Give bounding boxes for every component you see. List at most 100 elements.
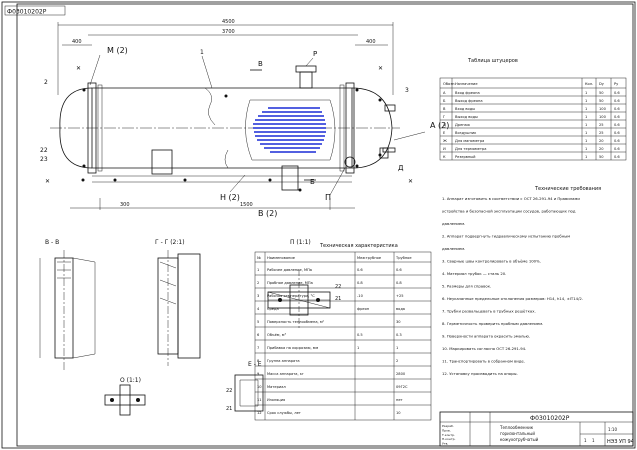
- nozzle-table-cell: Дренаж: [455, 123, 471, 127]
- tech-table-cell: 2: [396, 359, 398, 363]
- nozzle-table-cell: 0.6: [614, 91, 620, 95]
- inner-frame: [16, 3, 634, 447]
- tech-req-line: 7. Трубки развальцевать в трубных решётк…: [442, 309, 536, 314]
- nozzle-table-cell: Е: [443, 131, 446, 135]
- nozzle-table-cell: 0.6: [614, 115, 620, 119]
- tech-req-line: давлением.: [442, 221, 465, 226]
- left-dimension: 400: [72, 39, 82, 45]
- tech-table-cell: Объём, м³: [267, 333, 287, 337]
- tech-req-line: 12. Установку производить на опоры.: [442, 371, 518, 376]
- svg-text:22: 22: [40, 147, 48, 154]
- detail-m-callout: М (2): [107, 46, 128, 55]
- nozzle-table-cell: Б: [443, 99, 446, 103]
- tech-table-cell: Прибавка на коррозию, мм: [267, 346, 318, 350]
- tech-table-cell: Срок службы, лет: [267, 411, 301, 415]
- sight-nozzle: [344, 156, 356, 168]
- tech-requirements: Технические требования 1. Аппарат изгото…: [442, 186, 601, 376]
- titleblock-name-3: кожухотрубчатый: [500, 437, 539, 442]
- tech-table-cell: 1: [357, 346, 359, 350]
- detail-p-callout: П: [325, 193, 331, 202]
- tech-table-cell: Масса аппарата, кг: [267, 372, 304, 376]
- tech-req-line: 8. Герметичность проверить пробным давле…: [442, 321, 543, 326]
- svg-text:1500: 1500: [240, 202, 253, 208]
- nozzle-table-cell: 50: [599, 99, 604, 103]
- svg-text:21: 21: [226, 406, 232, 412]
- tech-table-cell: 2: [257, 281, 259, 285]
- tech-table-cell: 10: [396, 411, 401, 415]
- nozzle-table-cell: 25: [599, 123, 604, 127]
- nozzle-table-header: Назначение: [455, 82, 478, 86]
- section-v-callout: В: [258, 60, 263, 68]
- title-block: Ф03010202Р Теплообменник горизонтальный …: [439, 411, 634, 447]
- nozzle-table-cell: 0.6: [614, 139, 620, 143]
- titleblock-scale: 1:10: [608, 427, 617, 432]
- tech-req-line: давлением.: [442, 246, 465, 251]
- tech-table-cell: 3: [257, 294, 259, 298]
- tech-req-line: устройства и безопасной эксплуатации сос…: [442, 209, 576, 214]
- right-dimension: 400: [366, 39, 376, 45]
- tech-table-cell: +25: [396, 294, 404, 298]
- tech-table-title: Техническая характеристика: [319, 243, 398, 249]
- nozzle-table-cell: 0.6: [614, 99, 620, 103]
- nozzle-p-label: Р: [313, 50, 317, 58]
- titleblock-name-1: Теплообменник: [499, 425, 534, 430]
- nozzle-table-cell: В: [443, 107, 446, 111]
- tech-table-cell: 0.8: [357, 281, 363, 285]
- nozzle-table-cell: 0.6: [614, 107, 620, 111]
- titleblock-role: Разраб.: [442, 424, 454, 428]
- svg-text:22: 22: [226, 388, 232, 394]
- tech-table-cell: Группа аппарата: [267, 359, 300, 363]
- svg-text:21: 21: [335, 296, 341, 302]
- nozzle-table-cell: И: [443, 147, 446, 151]
- tech-table-cell: 1: [257, 268, 259, 272]
- section-ee: Е - Е 22 21: [226, 361, 264, 412]
- view-v2-callout: В (2): [258, 209, 277, 218]
- svg-text:✕: ✕: [378, 65, 383, 72]
- nozzle-table-cell: 50: [599, 155, 604, 159]
- tech-table-cell: Рабочее давление, МПа: [267, 268, 312, 272]
- tech-table-header: №: [257, 256, 261, 260]
- tech-table-cell: 2800: [396, 372, 406, 376]
- view-a-callout: А (2): [430, 121, 449, 130]
- nozzle-table-title: Таблица штуцеров: [467, 58, 518, 64]
- svg-text:3: 3: [405, 87, 409, 94]
- tech-req-line: 6. Неуказанные предельные отклонения раз…: [442, 296, 583, 301]
- tech-table-cell: 0.5: [357, 333, 363, 337]
- svg-text:300: 300: [120, 202, 130, 208]
- tech-table-cell: 8: [257, 359, 260, 363]
- tech-table-cell: Поверхность теплообмена, м²: [267, 320, 325, 324]
- nozzle-table-cell: 0.6: [614, 131, 620, 135]
- tech-table-cell: 10: [257, 385, 262, 389]
- svg-text:2: 2: [44, 79, 48, 86]
- nozzle-p-flange: [295, 65, 317, 73]
- tech-table-cell: 1: [396, 346, 398, 350]
- section-gg-title: Г - Г (2:1): [155, 239, 185, 246]
- tech-table-cell: 0.3: [396, 333, 402, 337]
- tech-table-cell: 0.6: [396, 268, 402, 272]
- nozzle-table-cell: 1: [585, 99, 587, 103]
- tech-table-cell: Материал: [267, 385, 286, 389]
- nozzle-table-header: Кол.: [585, 82, 593, 86]
- nozzle-table-cell: Вход воды: [455, 107, 475, 111]
- tech-req-line: 4. Материал трубок — сталь 20.: [442, 271, 506, 276]
- tech-table-cell: 09Г2С: [396, 385, 408, 389]
- tech-table-cell: 0.8: [396, 281, 402, 285]
- nozzle-table-cell: 20: [599, 139, 604, 143]
- tech-table-cell: Пробное давление, МПа: [267, 281, 313, 285]
- nozzle-table-cell: Для термометра: [455, 147, 486, 151]
- nozzle-p: [299, 71, 313, 89]
- svg-text:✕: ✕: [408, 178, 413, 185]
- overall-dimension: 4500: [222, 19, 235, 25]
- nozzle-table-cell: А: [443, 91, 446, 95]
- titleblock-name-2: горизонтальный: [500, 431, 535, 436]
- fasteners: [81, 88, 382, 192]
- tech-table-cell: 7: [257, 346, 259, 350]
- code-stamp-text: Ф03010202Р: [7, 9, 47, 16]
- nozzle-table-cell: Резервный: [455, 155, 476, 159]
- main-view: 4500 3700 400 400: [40, 19, 449, 218]
